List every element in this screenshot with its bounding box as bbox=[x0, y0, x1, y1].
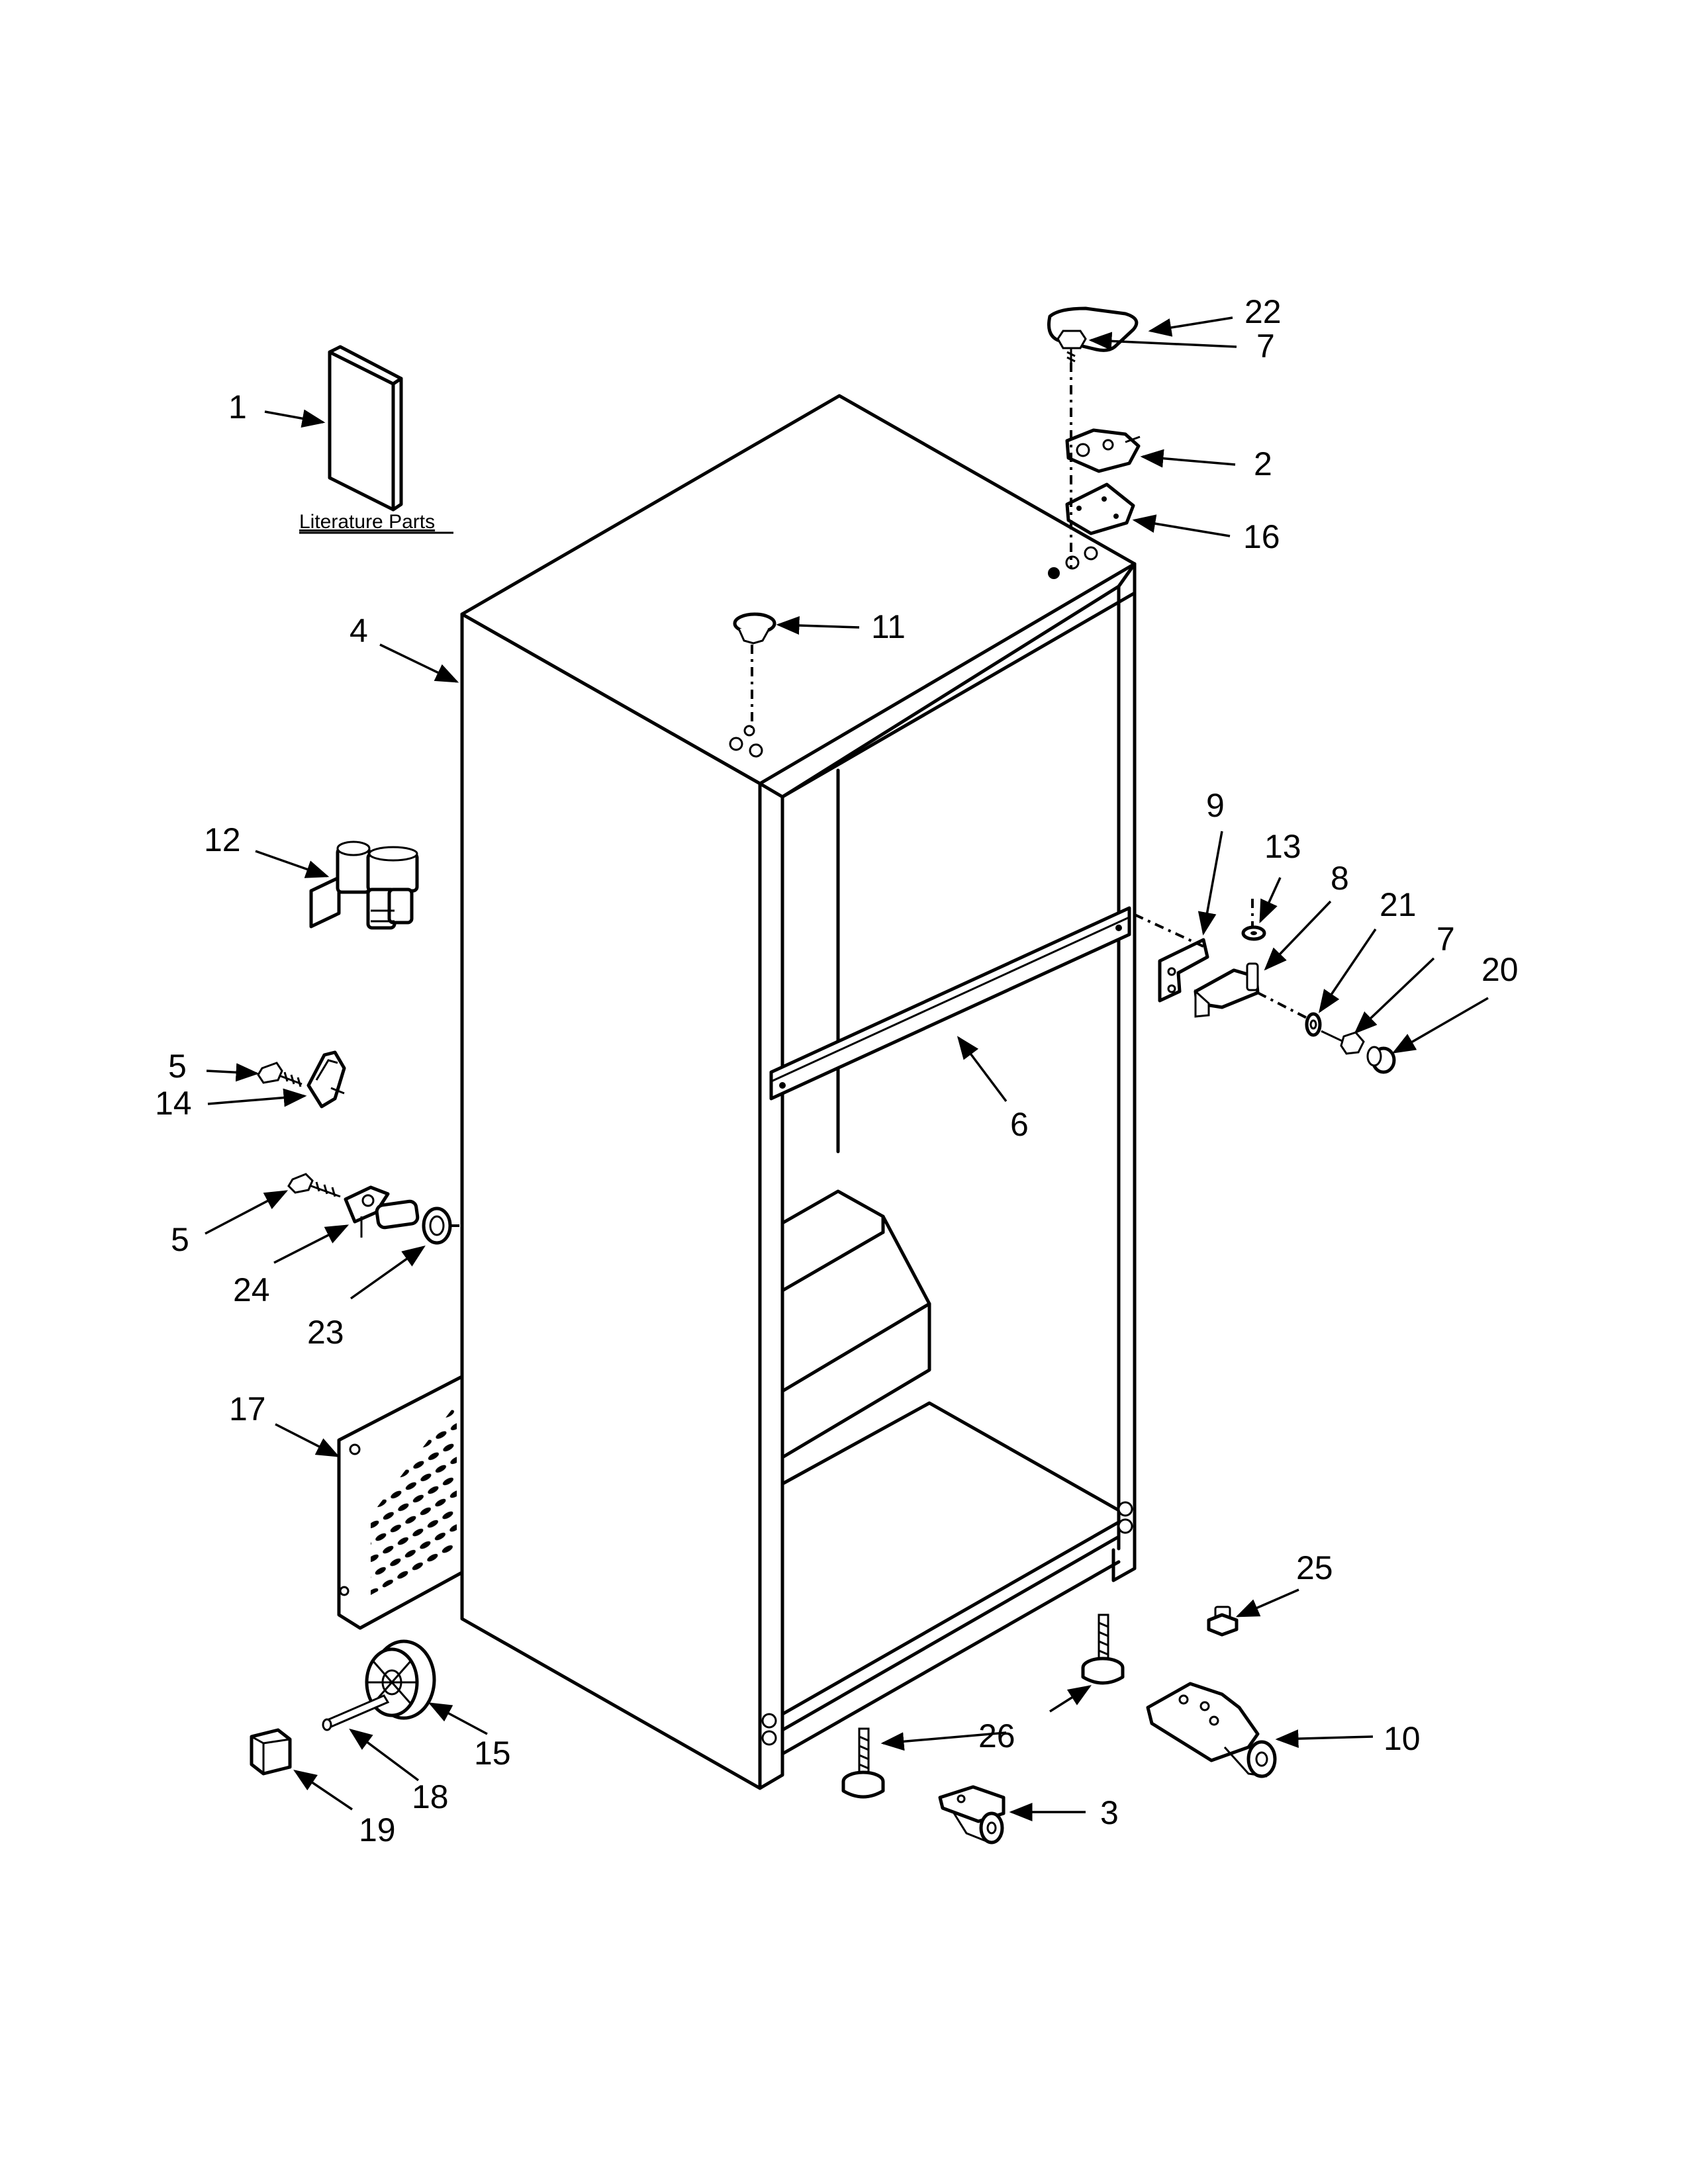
callout-13: 13 bbox=[1264, 828, 1301, 865]
callout-9: 9 bbox=[1206, 787, 1225, 824]
hinge-washer bbox=[1241, 925, 1266, 941]
leveling-leg-right bbox=[1081, 1614, 1125, 1685]
callout-labels: 1 2 3 4 5 5 6 7 7 8 9 10 11 12 13 14 15 … bbox=[155, 293, 1519, 1848]
callout-12: 12 bbox=[204, 821, 241, 858]
hinge-cap bbox=[1366, 1046, 1396, 1074]
water-valve bbox=[309, 841, 419, 930]
callout-1: 1 bbox=[228, 388, 247, 426]
callout-16: 16 bbox=[1243, 518, 1280, 555]
axle-pin bbox=[322, 1694, 390, 1731]
callout-2: 2 bbox=[1254, 445, 1272, 482]
spacer-washer bbox=[1305, 1012, 1322, 1037]
callout-25: 25 bbox=[1296, 1549, 1333, 1586]
front-roller-assembly bbox=[1146, 1682, 1277, 1778]
screw-lower bbox=[287, 1173, 341, 1198]
roller-block bbox=[250, 1728, 292, 1776]
callout-22: 22 bbox=[1244, 293, 1282, 330]
hinge-screw-side bbox=[1321, 1030, 1365, 1055]
leveling-screw bbox=[1207, 1606, 1239, 1637]
callout-14: 14 bbox=[155, 1085, 192, 1122]
hinge-screw-top bbox=[1056, 330, 1087, 363]
small-roller bbox=[938, 1785, 1006, 1844]
hinge-shim bbox=[1065, 482, 1135, 535]
hole-plug bbox=[733, 612, 776, 645]
callout-5-upper: 5 bbox=[168, 1048, 187, 1085]
center-hinge bbox=[1194, 962, 1260, 1018]
top-hinge bbox=[1065, 428, 1141, 473]
leveling-leg-left bbox=[841, 1727, 885, 1799]
tube-clip bbox=[306, 1050, 346, 1109]
callout-23: 23 bbox=[307, 1314, 344, 1351]
callout-6: 6 bbox=[1010, 1106, 1029, 1143]
callout-11: 11 bbox=[871, 608, 906, 645]
callout-10: 10 bbox=[1383, 1720, 1421, 1757]
inlet-bracket bbox=[344, 1185, 420, 1238]
callout-5-lower: 5 bbox=[171, 1221, 189, 1258]
literature-parts-caption: Literature Parts bbox=[299, 511, 435, 533]
callout-20: 20 bbox=[1481, 951, 1519, 988]
compartment-cover bbox=[337, 1375, 464, 1630]
callout-17: 17 bbox=[229, 1390, 266, 1428]
callout-24: 24 bbox=[233, 1271, 270, 1308]
callout-21: 21 bbox=[1380, 886, 1417, 923]
refrigerator-cabinet bbox=[460, 394, 1137, 1790]
callout-8: 8 bbox=[1331, 860, 1349, 897]
center-hinge-bracket bbox=[1158, 938, 1209, 1003]
callout-7-top: 7 bbox=[1256, 328, 1275, 365]
callout-4: 4 bbox=[350, 612, 368, 649]
screw-upper bbox=[257, 1062, 303, 1087]
callout-7-side: 7 bbox=[1436, 921, 1455, 958]
callout-19: 19 bbox=[359, 1811, 396, 1848]
callout-leaders bbox=[205, 316, 1489, 1821]
callout-15: 15 bbox=[474, 1735, 511, 1772]
grommet bbox=[422, 1206, 452, 1245]
literature-booklet bbox=[328, 345, 403, 512]
callout-18: 18 bbox=[412, 1778, 449, 1815]
callout-3: 3 bbox=[1100, 1794, 1119, 1831]
callout-26: 26 bbox=[978, 1717, 1015, 1754]
